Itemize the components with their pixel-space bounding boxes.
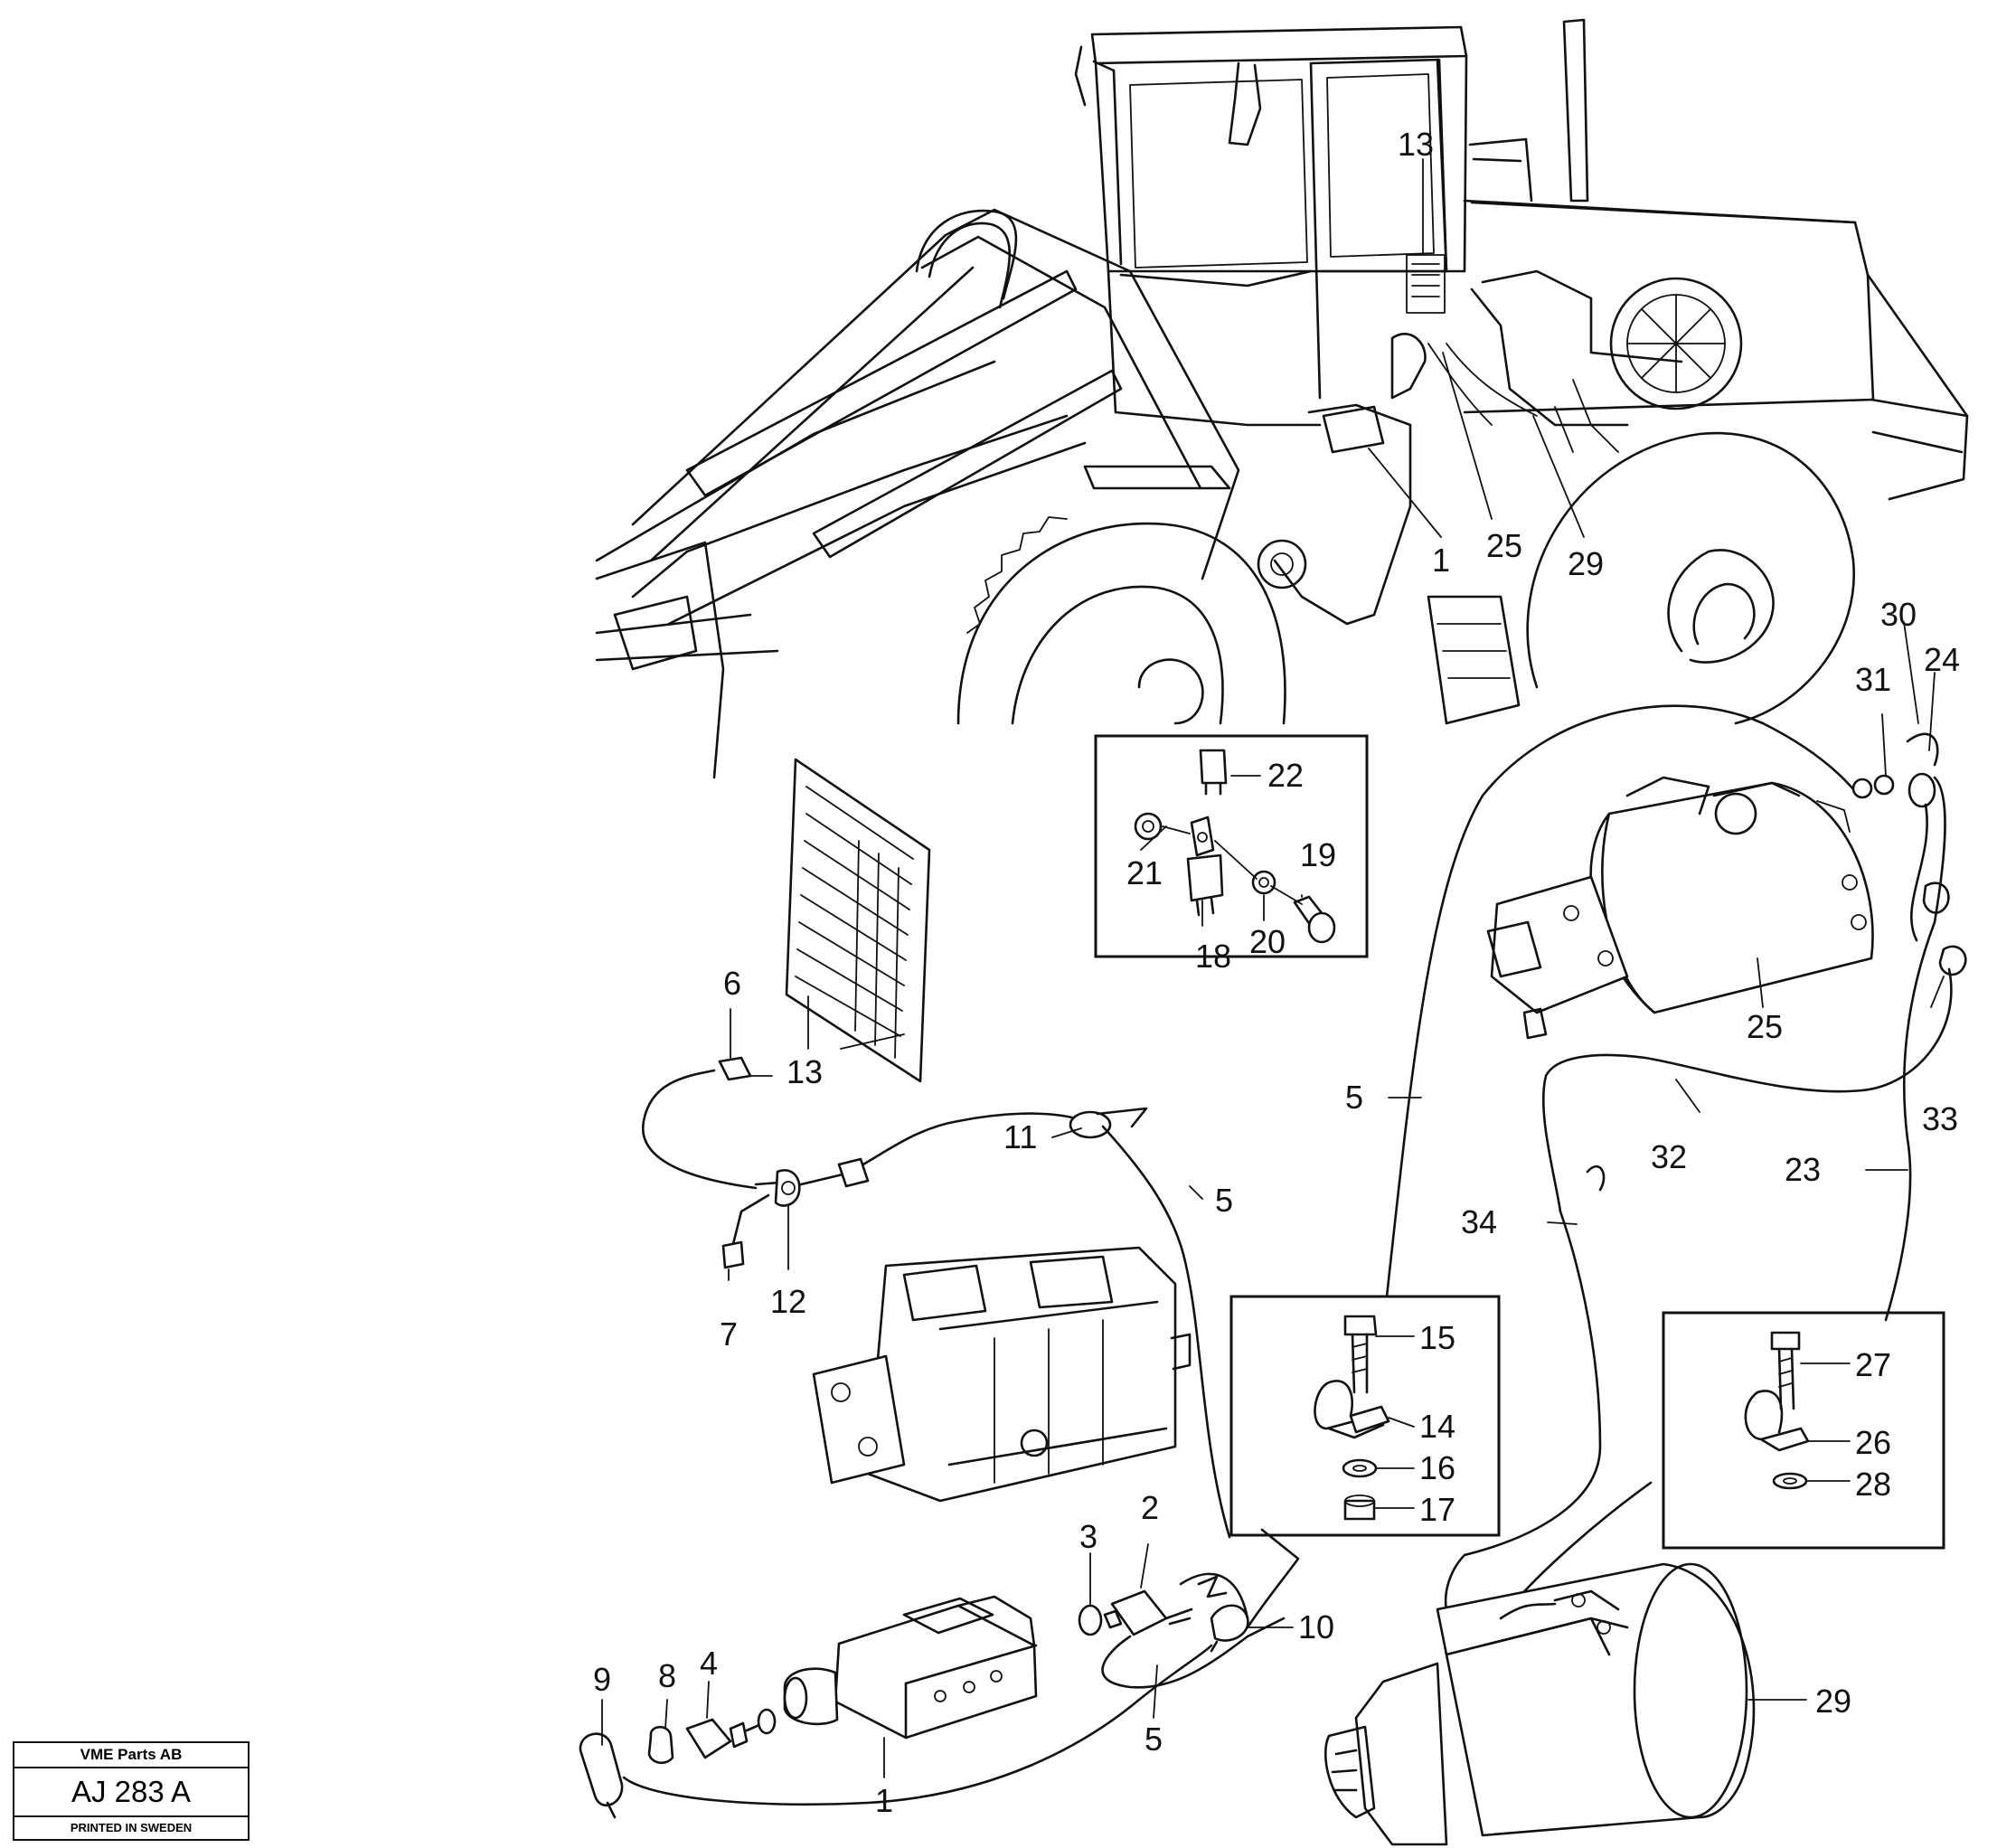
leaders-switch: [1140, 775, 1303, 927]
leaders-clamp-right: [1800, 1362, 1851, 1482]
callout-29: 29: [1815, 1683, 1851, 1720]
callout-8: 8: [658, 1657, 676, 1694]
leaders-cables: [1388, 621, 1945, 1225]
callout-6: 6: [723, 965, 741, 1002]
callout-25-top: 25: [1486, 527, 1522, 564]
callout-5-left: 5: [1215, 1182, 1233, 1219]
switch-assembly: [1134, 749, 1336, 944]
callout-19: 19: [1300, 836, 1336, 873]
callout-31: 31: [1855, 661, 1891, 698]
detail-box-switch: [1094, 734, 1369, 958]
leader-13: [807, 995, 905, 1050]
callout-34: 34: [1461, 1203, 1497, 1240]
callout-1: 1: [875, 1782, 893, 1819]
callout-22: 22: [1267, 757, 1304, 794]
callout-1-top: 1: [1432, 542, 1450, 579]
detail-box-clamp-right: [1662, 1311, 1945, 1550]
callout-5-right: 5: [1345, 1079, 1363, 1116]
leaders-harness: [728, 1008, 1203, 1281]
company-name: VME Parts AB: [14, 1743, 248, 1768]
callout-28: 28: [1855, 1466, 1891, 1503]
callout-30: 30: [1880, 596, 1917, 633]
sensor-harness: [641, 1056, 1231, 1539]
callout-24: 24: [1924, 641, 1960, 678]
title-block: VME Parts AB AJ 283 A PRINTED IN SWEDEN: [13, 1741, 250, 1841]
callout-33: 33: [1922, 1100, 1958, 1137]
callout-18: 18: [1195, 938, 1231, 975]
callout-9: 9: [593, 1661, 611, 1698]
callout-12: 12: [770, 1283, 806, 1320]
callout-10: 10: [1298, 1608, 1334, 1645]
callout-27: 27: [1855, 1346, 1891, 1383]
callout-16: 16: [1419, 1449, 1455, 1486]
clamp-assembly-left: [1314, 1315, 1390, 1521]
clamp-assembly-right: [1744, 1331, 1810, 1490]
callout-15: 15: [1419, 1319, 1455, 1356]
pressure-switch-assembly: [579, 1528, 1300, 1819]
callout-25: 25: [1747, 1008, 1783, 1045]
hydraulic-pump: [812, 1246, 1192, 1503]
callout-20: 20: [1249, 923, 1286, 960]
leader-25: [1757, 957, 1764, 1008]
callout-26: 26: [1855, 1424, 1891, 1461]
wheel-loader-illustration: [595, 18, 1969, 779]
callout-32: 32: [1651, 1138, 1687, 1175]
callout-7: 7: [720, 1315, 738, 1353]
starter-motor-29: [1323, 1562, 1756, 1846]
callout-2: 2: [1141, 1489, 1159, 1526]
callout-leaders-top: [1368, 158, 1585, 538]
callout-13: 13: [787, 1053, 823, 1090]
callout-11: 11: [1003, 1118, 1037, 1155]
callout-21: 21: [1126, 854, 1163, 891]
callout-17: 17: [1419, 1491, 1455, 1528]
callout-13-top: 13: [1398, 126, 1434, 163]
callout-3: 3: [1079, 1518, 1097, 1555]
callout-4: 4: [700, 1645, 718, 1682]
callout-29-top: 29: [1568, 545, 1604, 582]
leaders-switch-assembly: [601, 1543, 1294, 1778]
printed-note: PRINTED IN SWEDEN: [70, 1821, 193, 1834]
decal-sheet: [785, 758, 931, 1083]
callout-14: 14: [1419, 1408, 1455, 1445]
drawing-code: AJ 283 A: [14, 1768, 248, 1817]
callout-5-bottom: 5: [1145, 1721, 1163, 1758]
leaders-clamp-left: [1373, 1335, 1415, 1509]
detail-box-clamp-left: [1229, 1295, 1501, 1537]
starter-motor-25: [1486, 776, 1874, 1040]
callout-23: 23: [1785, 1151, 1821, 1188]
